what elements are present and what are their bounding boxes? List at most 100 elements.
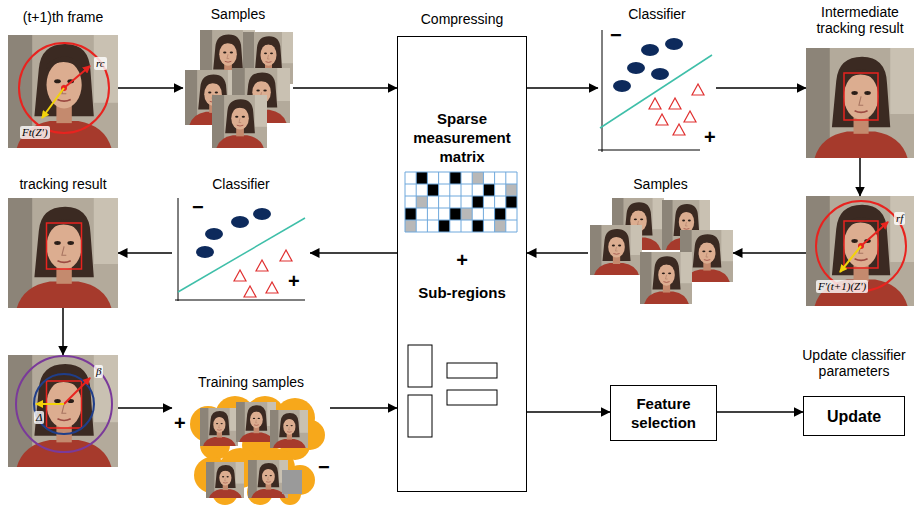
result-frame: Intermediate tracking result <box>806 48 914 158</box>
matrix-grid <box>495 220 506 232</box>
heading-text: Update classifier parameters <box>794 347 914 379</box>
matrix-grid <box>450 172 461 184</box>
matrix-grid <box>461 208 472 220</box>
classifier-plot <box>280 250 292 261</box>
class-sign: + <box>174 412 186 434</box>
box-text: Update <box>823 407 885 426</box>
heading-text: Samples <box>568 176 753 192</box>
classifier-plot <box>266 282 278 293</box>
fine-search-photo <box>806 196 914 306</box>
classifier-plot <box>256 260 268 271</box>
flow-arrow <box>310 252 397 254</box>
training-tiles <box>206 462 244 498</box>
sample-tiles <box>185 30 293 148</box>
flow-arrow <box>717 411 803 413</box>
training-tiles <box>200 408 238 446</box>
update-region-photo <box>8 355 118 467</box>
video-frame: (t+1)th framercFt(Z') <box>8 35 118 148</box>
training-tiles <box>270 410 308 448</box>
classifier-plot <box>598 150 700 151</box>
process-box: Update classifier parametersUpdate <box>803 396 905 436</box>
flow-arrow <box>118 87 183 89</box>
classifier-plot <box>234 250 292 297</box>
classifier-plot <box>651 68 669 80</box>
frame-photo <box>64 66 90 88</box>
classifier-plot <box>178 218 305 292</box>
class-sign: + <box>398 249 526 271</box>
matrix-grid <box>405 172 517 232</box>
classifier-plot: Classifier−+ <box>598 30 716 158</box>
training-clouds <box>190 396 325 505</box>
sub-region-rects <box>408 345 497 437</box>
annotation-text: rc <box>94 57 107 70</box>
classifier-plot <box>669 98 681 109</box>
flow-arrow <box>716 87 806 89</box>
classifier-plot <box>253 208 271 220</box>
process-box: CompressingSparse measurement matrix+Sub… <box>397 36 527 492</box>
sub-region-rects <box>408 395 432 437</box>
heading-text: Intermediate tracking result <box>806 4 914 36</box>
matrix-grid <box>439 220 450 232</box>
tracking-photo <box>8 198 118 308</box>
update-region-photo <box>36 403 64 405</box>
classifier-plot <box>178 198 179 301</box>
sub-region-rects <box>447 390 497 405</box>
heading-text: Classifier <box>152 176 330 192</box>
matrix-grid <box>416 196 427 208</box>
matrix-grid <box>495 208 506 220</box>
box-text: Sparse measurement matrix <box>406 109 518 166</box>
class-sign: − <box>318 456 330 478</box>
heading-text: Compressing <box>378 11 546 27</box>
matrix-grid <box>405 208 416 220</box>
tracking-photo <box>8 198 118 308</box>
matrix-grid <box>506 196 517 208</box>
class-sign: − <box>610 24 622 46</box>
box-text: Feature selection <box>611 394 716 432</box>
classifier-plot <box>692 84 704 95</box>
classifier-plot <box>602 30 603 152</box>
update-region-photo <box>64 378 90 404</box>
classifier-plot <box>231 216 249 228</box>
flow-arrow <box>62 308 64 355</box>
training-tiles <box>200 402 308 498</box>
classifier-plot <box>649 98 661 109</box>
classifier-plot <box>627 62 645 74</box>
matrix-grid <box>427 184 438 196</box>
classifier-plot <box>598 30 712 152</box>
matrix-grid <box>450 208 461 220</box>
frame-photo <box>8 35 118 148</box>
class-sign: − <box>192 196 204 218</box>
classifier-plot <box>684 111 696 122</box>
training-tiles <box>282 470 302 494</box>
heading-text: (t+1)th frame <box>0 9 138 25</box>
classifier-plot <box>641 44 659 56</box>
training-set: Training samples+− <box>172 398 330 506</box>
fine-search-photo <box>806 196 914 306</box>
update-region-photo <box>8 355 118 467</box>
sample-tiles <box>590 198 733 304</box>
annotation-text: Ft(Z') <box>20 126 50 139</box>
sub-region-rects <box>447 363 497 378</box>
matrix-grid <box>405 172 517 232</box>
fine-search-photo <box>840 246 861 272</box>
classifier-plot <box>613 80 631 92</box>
flow-arrow <box>527 411 610 413</box>
intermediate-photo <box>806 48 914 158</box>
update-region-photo <box>16 356 112 452</box>
flow-arrow <box>733 252 806 254</box>
class-sign: + <box>288 270 300 292</box>
frame-photo <box>42 88 64 118</box>
intermediate-photo <box>806 48 914 158</box>
flow-arrow <box>293 87 397 89</box>
matrix-grid <box>416 172 427 184</box>
class-sign: + <box>704 126 716 148</box>
heading-text: tracking result <box>0 176 138 192</box>
fine-search-photo <box>816 201 906 291</box>
sub-region-rects <box>408 345 432 387</box>
intermediate-photo <box>844 73 878 120</box>
flow-arrow <box>527 87 598 89</box>
heading-text: Samples <box>163 6 313 22</box>
matrix-grid <box>405 220 416 232</box>
sample-tiles <box>590 225 642 275</box>
update-region-photo <box>34 374 94 434</box>
